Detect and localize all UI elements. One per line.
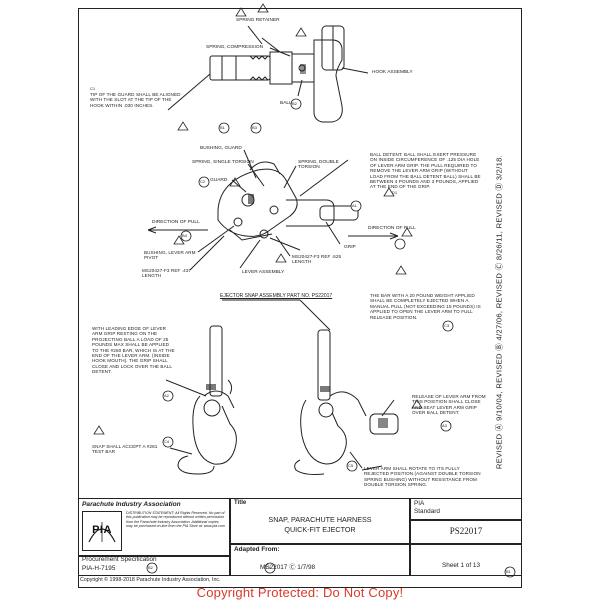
callout-b1: B1	[220, 125, 225, 130]
callout-b3: B3	[252, 125, 257, 130]
callout-c3: C3	[444, 323, 450, 328]
note-bar-ejection: THE BAR WITH A 20 POUND WEIGHT APPLIED S…	[370, 293, 481, 320]
label-grip: GRIP	[344, 245, 356, 250]
standard-org: PIA	[414, 500, 425, 507]
org-cell	[78, 498, 230, 556]
label-lever-assembly: LEVER ASSEMBLY	[242, 270, 285, 275]
copyright-watermark: Copyright Protected: Do Not Copy!	[196, 585, 404, 600]
callout-b2-procurement: B2	[148, 565, 153, 570]
callout-c1: C1	[90, 86, 96, 91]
ejector-right-drawing	[294, 329, 399, 475]
ejector-left-drawing	[177, 325, 237, 475]
title-line-1: SNAP, PARACHUTE HARNESS	[268, 515, 372, 524]
callout-a1: A1	[352, 203, 357, 208]
copyright-line: Copyright © 1998-2018 Parachute Industry…	[80, 577, 221, 583]
org-name: Parachute Industry Association	[82, 501, 181, 508]
title-cell	[230, 498, 410, 544]
standard-number: PS22017	[449, 526, 483, 536]
std-number-cell	[410, 520, 522, 544]
label-spring-compression: SPRING, COMPRESSION	[206, 45, 264, 50]
snap-assembly-drawing	[217, 161, 359, 251]
procurement-value: PIA-H-7195	[82, 565, 116, 572]
label-guard: GUARD	[210, 178, 228, 183]
org-notice: DISTRIBUTION STATEMENT: All Rights Reser…	[126, 511, 225, 529]
callout-a3: A3	[442, 423, 447, 428]
label-hook-assembly: HOOK ASSEMBLY	[372, 70, 413, 75]
label-bushing-guard: BUSHING, GUARD	[200, 146, 242, 151]
label-spring-double-torsion: SPRING, DOUBLE TORSION	[298, 160, 339, 171]
callout-d1: D1	[392, 190, 398, 195]
note-rotate: LEVER ARM SHALL ROTATE TO ITS FULLY REJE…	[364, 466, 481, 488]
callout-b1-sheet: B1	[506, 569, 511, 574]
title-block: Parachute Industry Association PIA DISTR…	[78, 498, 522, 588]
title-label: Title	[234, 500, 247, 506]
callout-c5: C5	[348, 463, 354, 468]
title-line-2: QUICK-FIT EJECTOR	[284, 525, 356, 534]
standard-label: Standard	[414, 508, 440, 515]
sheet-number: Sheet 1 of 13	[442, 562, 481, 569]
note-release: RELEASE OF LEVER ARM FROM THIS POSITION …	[412, 394, 486, 416]
label-ms20427-437: MS20427-F3 REF .437 LENGTH	[142, 268, 192, 279]
adapted-cell	[230, 544, 410, 576]
callout-c1-adapted: C1	[266, 565, 272, 570]
callout-b2: B2	[292, 101, 297, 106]
note-ball-detent: BALL DETENT: BALL SHALL EXERT PRESSURE O…	[370, 152, 481, 190]
adapted-value: MS22017 Ⓒ 1/7/98	[260, 564, 316, 571]
pia-logo-mark	[83, 512, 121, 550]
label-ball: BALL	[280, 101, 292, 106]
adapted-label: Adapted From:	[234, 546, 280, 553]
label-ms20427-625: MS20427-F3 REF .625 LENGTH	[292, 254, 342, 265]
callout-c2: C2	[200, 179, 206, 184]
procurement-label: Procurement Specification	[82, 556, 157, 563]
note-leading-edge: WITH LEADING EDGE OF LEVER ARM GRIP REST…	[92, 326, 175, 375]
label-spring-retainer: SPRING RETAINER	[236, 18, 280, 23]
ejector-subtitle: EJECTOR SNAP ASSEMBLY PART NO. PS22017	[220, 293, 333, 299]
sheet-cell	[410, 544, 522, 576]
hook-assembly-drawing	[209, 25, 345, 123]
revision-text: REVISED Ⓐ 9/10/04, REVISED Ⓑ 4/27/06, RE…	[494, 154, 504, 470]
drawing-sheet-border	[78, 8, 522, 588]
procurement-cell	[78, 556, 230, 576]
label-direction-of-pull-left: DIRECTION OF PULL	[152, 220, 200, 225]
callout-a2: A2	[164, 393, 169, 398]
logo-text: PIA	[92, 524, 112, 536]
callout-b4: B4	[182, 233, 187, 238]
pia-logo: PIA	[82, 511, 122, 551]
note-c1-guard-alignment: TIP OF THE GUARD SHALL BE ALIGNED WITH T…	[90, 92, 181, 108]
label-bushing-lever-arm-pivot: BUSHING, LEVER ARM PIVOT	[144, 250, 196, 261]
note-test-bar: SNAP SHALL ACCEPT A #281 TEST BAR	[92, 444, 158, 455]
standard-cell	[410, 498, 522, 520]
revision-history: REVISED Ⓐ 9/10/04, REVISED Ⓑ 4/27/06, RE…	[488, 124, 510, 500]
label-direction-of-pull-right: DIRECTION OF PULL	[368, 226, 416, 231]
callout-c4: C4	[164, 439, 170, 444]
label-spring-single-torsion: SPRING, SINGLE TORSION	[192, 160, 254, 165]
